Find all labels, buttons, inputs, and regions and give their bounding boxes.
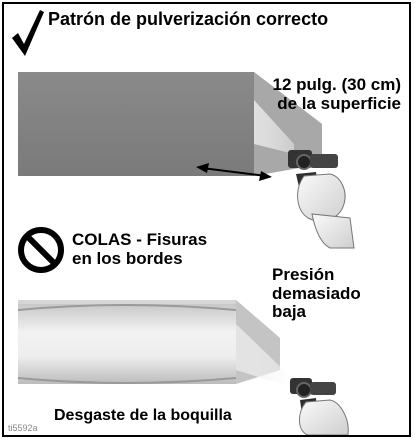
spray-gun-bottom [290, 378, 349, 435]
spray-fan-top [254, 100, 294, 154]
pressure-line-3: baja [272, 302, 307, 322]
tails-note: COLAS - Fisuras en los bordes [72, 230, 208, 268]
prohibited-icon [18, 227, 64, 273]
diagram-artwork [12, 10, 355, 435]
title-correct-pattern: Patrón de pulverización correcto [48, 9, 329, 29]
distance-note: 12 pulg. (30 cm) de la superficie [272, 75, 401, 113]
tails-line-1: COLAS - Fisuras [72, 230, 208, 249]
distance-arrow [196, 163, 272, 181]
spray-fan-bottom [236, 324, 294, 388]
distance-line-1: 12 pulg. (30 cm) [272, 75, 401, 94]
figure-code: ti5592a [8, 423, 38, 433]
surface-panel-bottom [17, 300, 280, 384]
spray-gun-top [288, 150, 355, 249]
pressure-line-1: Presión [272, 265, 335, 284]
pressure-note: Presión demasiado baja [272, 265, 361, 322]
surface-panel-top [18, 72, 322, 176]
nozzle-wear-note: Desgaste de la boquilla [54, 407, 232, 424]
tails-line-2: en los bordes [72, 248, 183, 268]
checkmark-icon [12, 10, 44, 56]
pressure-line-2: demasiado [272, 283, 361, 303]
diagram-frame: Patrón de pulverización correcto 12 pulg… [2, 2, 411, 437]
distance-line-2: de la superficie [277, 93, 401, 113]
